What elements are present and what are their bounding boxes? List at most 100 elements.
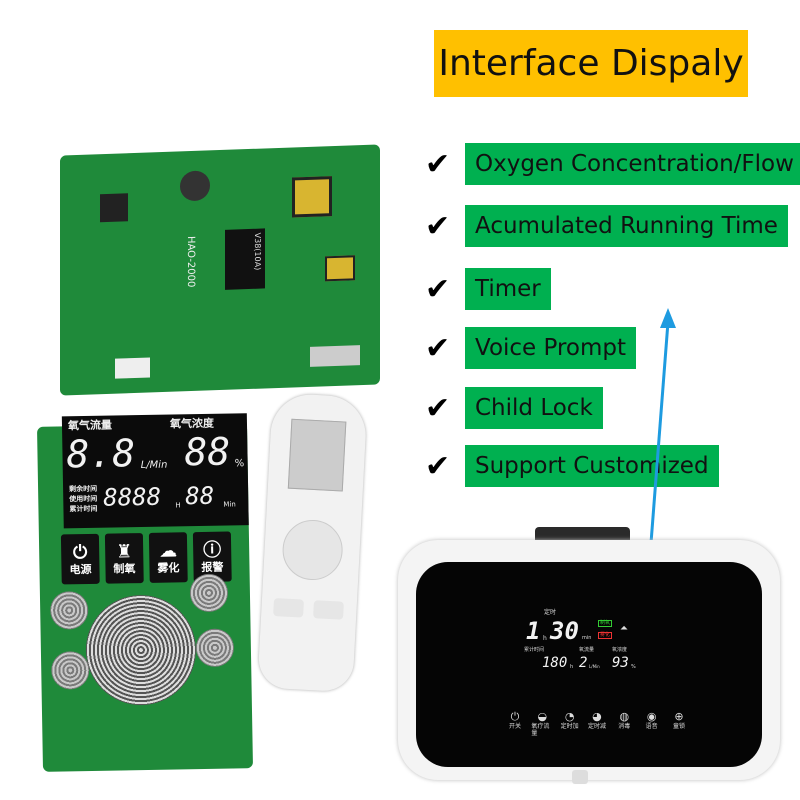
lock-icon: ⊕ — [674, 710, 684, 723]
check-icon: ✔ — [425, 448, 451, 484]
voice-icon: ◉ — [646, 710, 657, 723]
pcb-button-label: 报警 — [201, 560, 224, 575]
remote-control — [257, 392, 368, 693]
feature-label: Child Lock — [465, 387, 603, 429]
status-oxygen: 制氧 — [598, 620, 613, 627]
device-foot — [572, 770, 588, 784]
cumulative-value: 180 — [542, 655, 568, 671]
alert-icon: ⓘ — [202, 539, 222, 561]
device-button-label: 童锁 — [672, 723, 685, 731]
conc-unit: % — [234, 458, 245, 470]
remote-screen — [287, 418, 347, 492]
time-labels: 剩余时间 使用时间 累计时间 — [69, 484, 98, 514]
flow-unit: L/Min — [140, 459, 168, 472]
flow-label: 氧流量 — [579, 647, 595, 653]
check-icon: ✔ — [425, 208, 451, 244]
remote-button[interactable] — [313, 600, 344, 620]
device-button[interactable]: ◍消毒 — [613, 710, 635, 738]
power-icon: ⏻ — [72, 541, 88, 563]
timer-min-unit: min — [582, 635, 592, 641]
coil — [49, 590, 89, 630]
pcb-button-label: 制氧 — [113, 562, 136, 576]
min-value: 88 — [184, 481, 215, 511]
device-button-label: 开关 — [508, 723, 521, 731]
time-label: 累计时间 — [69, 504, 98, 514]
device-button[interactable]: ⏻开关 — [504, 710, 526, 738]
device-button-row: ⏻开关◒氧疗流量◔定时加◕定时减◍消毒◉语音⊕童锁 — [504, 710, 690, 738]
lcd-panel: 氧气流量 氧气浓度 8.8 L/Min 88 % 剩余时间 使用时间 累计时间 … — [61, 413, 249, 529]
feature-item: ✔Voice Prompt — [425, 327, 637, 369]
feature-item: ✔ Child Lock — [425, 387, 603, 429]
feature-label: Oxygen Concentration/Flow — [465, 143, 800, 185]
device-button-label: 定时减 — [587, 723, 606, 731]
device-button[interactable]: ⊕童锁 — [668, 710, 690, 738]
coil — [50, 650, 90, 690]
timer-plus-icon: ◔ — [564, 710, 575, 723]
device-button-label: 消毒 — [618, 723, 631, 731]
silk-text: HAO-2000 — [185, 235, 196, 288]
flow-icon: ◒ — [537, 710, 548, 723]
pcb-button[interactable]: ♜制氧 — [104, 533, 144, 584]
conc-value: 93 — [612, 655, 629, 671]
coil — [189, 573, 229, 613]
power-icon: ⏻ — [510, 710, 520, 723]
pcb-button-label: 电源 — [69, 563, 92, 577]
feature-label: Timer — [465, 268, 551, 310]
flow-value: 2 — [579, 655, 588, 671]
pcb-button[interactable]: ☁雾化 — [148, 532, 188, 583]
hours-unit: H — [175, 501, 181, 510]
bottle-icon: ♜ — [115, 540, 133, 563]
feature-label: Acumulated Running Time — [465, 205, 788, 247]
device-button[interactable]: ◔定时加 — [559, 710, 581, 738]
remote-button[interactable] — [273, 598, 304, 618]
check-icon: ✔ — [425, 146, 451, 182]
pcb-button-label: 雾化 — [157, 561, 180, 575]
flow-value: 8.8 — [66, 431, 136, 477]
relay: V38(10A) — [225, 228, 265, 290]
arrow-icon — [646, 308, 676, 583]
center-coil — [84, 594, 197, 707]
chip — [100, 193, 128, 223]
device-button[interactable]: ◕定时减 — [586, 710, 608, 738]
device-button[interactable]: ◉语音 — [641, 710, 663, 738]
connector — [115, 357, 150, 379]
timer-label: 定时 — [544, 609, 557, 616]
hours-value: 8888 — [103, 482, 162, 512]
coil — [195, 628, 235, 668]
status-atomize: 雾化 — [598, 632, 613, 639]
timer-minus-icon: ◕ — [592, 710, 602, 723]
timer-h-unit: h — [543, 635, 547, 642]
feature-label: Voice Prompt — [465, 327, 637, 369]
timer-hours: 1 — [526, 617, 541, 645]
device-button-label: 定时加 — [560, 723, 579, 731]
conc-unit: % — [631, 664, 636, 670]
conc-label: 氧浓度 — [612, 647, 628, 653]
conc-label: 氧气浓度 — [169, 416, 215, 431]
timer-minutes: 30 — [550, 617, 579, 645]
feature-item: ✔ Timer — [425, 268, 551, 310]
pcb-button[interactable]: ⏻电源 — [60, 533, 100, 585]
check-icon: ✔ — [425, 271, 451, 307]
cumulative-unit: h — [570, 664, 574, 670]
cumulative-label: 累计时间 — [524, 647, 545, 653]
check-icon: ✔ — [425, 390, 451, 426]
device-screen: 定时 1 h 30 min 制氧 雾化 ⏶ 累计时间 180 h 氧流量 2 L… — [416, 562, 762, 767]
device-button-label: 氧疗流量 — [531, 723, 550, 738]
time-label: 使用时间 — [69, 494, 98, 504]
device-button-label: 语音 — [645, 723, 658, 731]
feature-item: ✔ Acumulated Running Time — [425, 205, 788, 247]
display-pcb-board: 氧气流量 氧气浓度 8.8 L/Min 88 % 剩余时间 使用时间 累计时间 … — [37, 413, 253, 772]
flow-label: 氧气流量 — [67, 418, 113, 433]
min-unit: Min — [223, 500, 236, 509]
flow-unit: L/Min — [589, 664, 600, 669]
main-pcb-board: V38(10A) HAO-2000 — [60, 144, 380, 396]
mist-icon: ☁ — [159, 540, 178, 562]
buzzer — [180, 170, 210, 202]
feature-item: ✔ Support Customized — [425, 445, 719, 487]
feature-label: Support Customized — [465, 445, 719, 487]
conc-value: 88 — [184, 429, 231, 475]
remote-dpad[interactable] — [281, 518, 345, 582]
inductor — [325, 255, 355, 282]
time-label: 剩余时间 — [69, 484, 98, 494]
device-button[interactable]: ◒氧疗流量 — [531, 710, 553, 738]
